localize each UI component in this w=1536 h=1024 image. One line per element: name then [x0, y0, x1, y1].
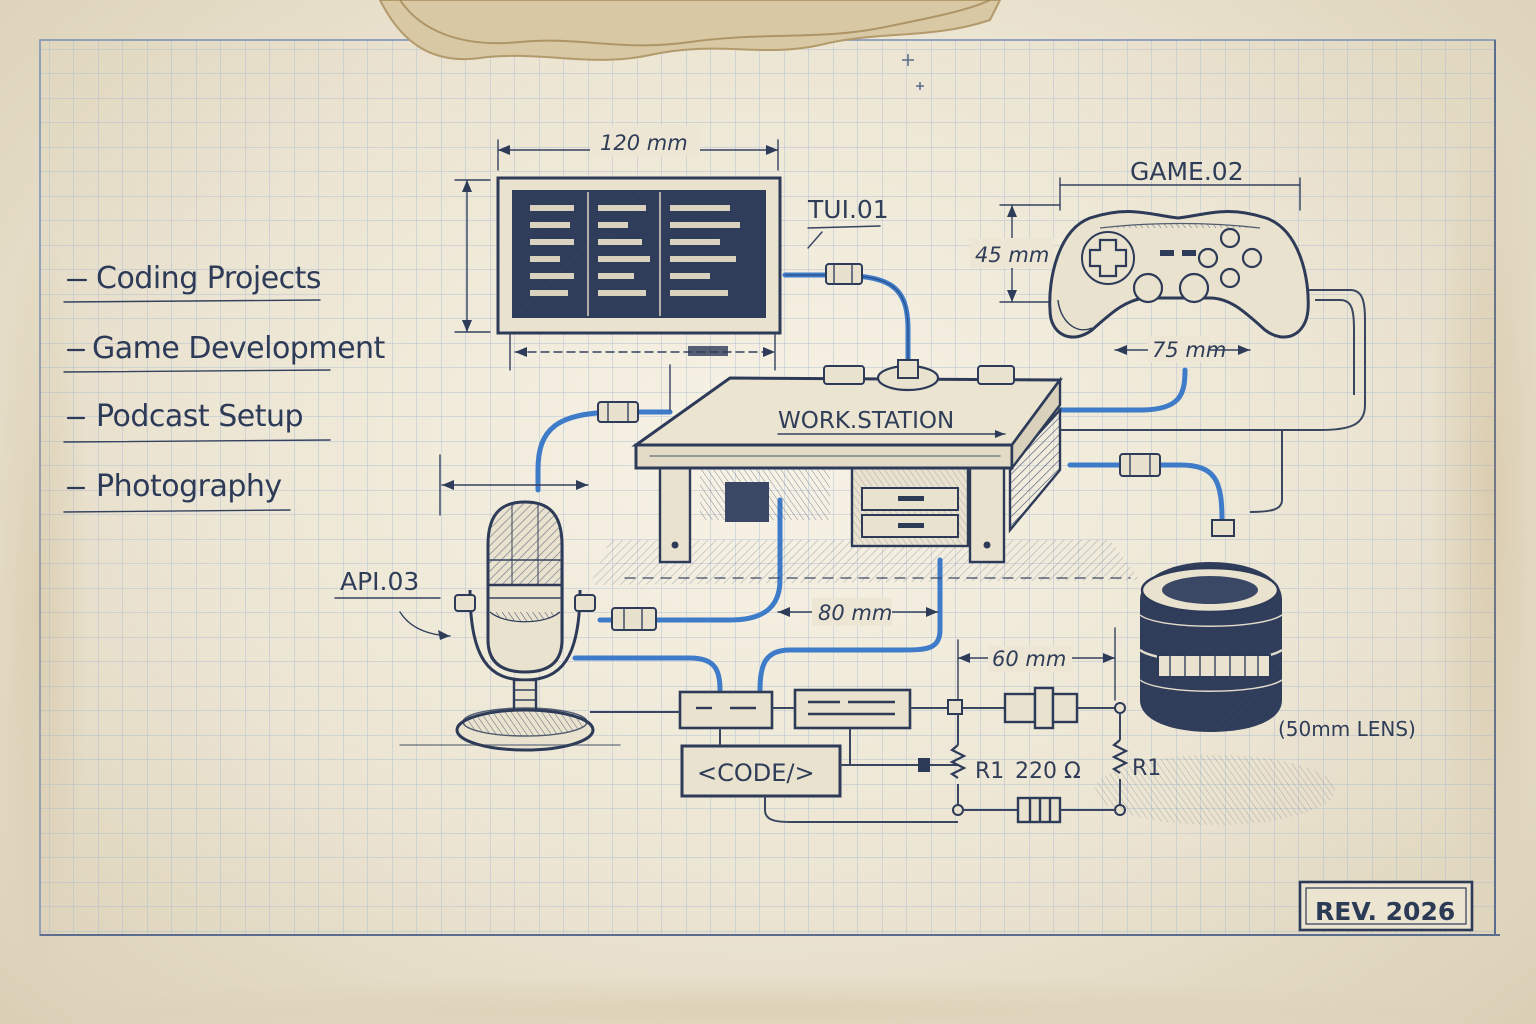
desk-left-dimension [439, 364, 671, 516]
list-item: Coding Projects [63, 261, 322, 303]
dim-80-label: 80 mm [818, 601, 892, 625]
list-item-label: Photography [96, 469, 282, 504]
list-item: Game Development [63, 331, 386, 373]
circuit-module [678, 690, 774, 730]
revision-stamp: REV. 2026 [1298, 880, 1474, 932]
resistor-value-label: 220 Ω [1015, 759, 1081, 784]
sparkle-marks [902, 54, 924, 90]
list-item-label: Podcast Setup [96, 399, 303, 434]
camera-lens: (50mm LENS) [1095, 562, 1416, 825]
code-box-label: <CODE/> [697, 759, 815, 787]
workstation-desk: WORK.STATION [590, 359, 1140, 585]
monitor-tag: TUI.01 [807, 195, 889, 224]
mic-tag: API.03 [340, 567, 419, 596]
revision-label: REV. 2026 [1315, 897, 1455, 926]
cables [535, 263, 1366, 693]
resistor-left-label: R1 [975, 759, 1004, 784]
list-item: Photography [63, 469, 291, 513]
microphone: API.03 [334, 500, 621, 752]
gamepad: GAME.02 45 mm 75 mm [970, 157, 1310, 362]
monitor: 120 mm TUI.01 [454, 126, 889, 371]
circuit: 60 mm <CODE/> R1 220 Ω R1 [590, 627, 1161, 824]
gamepad-height-label: 45 mm [975, 243, 1049, 267]
gamepad-width-label: 75 mm [1152, 338, 1226, 362]
list-item-label: Coding Projects [96, 261, 321, 296]
dimension-80: 80 mm [624, 577, 1131, 626]
circuit-module [793, 688, 912, 730]
lens-label: (50mm LENS) [1278, 717, 1416, 741]
project-list: Coding Projects Game Development Podcast… [63, 261, 386, 513]
code-block [680, 744, 842, 798]
gamepad-tag: GAME.02 [1130, 157, 1244, 186]
list-item: Podcast Setup [63, 399, 331, 443]
list-item-label: Game Development [92, 331, 386, 366]
desk-label: WORK.STATION [778, 408, 954, 434]
terminal-text-lines [530, 205, 740, 296]
dim-60-label: 60 mm [992, 647, 1066, 671]
monitor-width-label: 120 mm [600, 131, 688, 155]
